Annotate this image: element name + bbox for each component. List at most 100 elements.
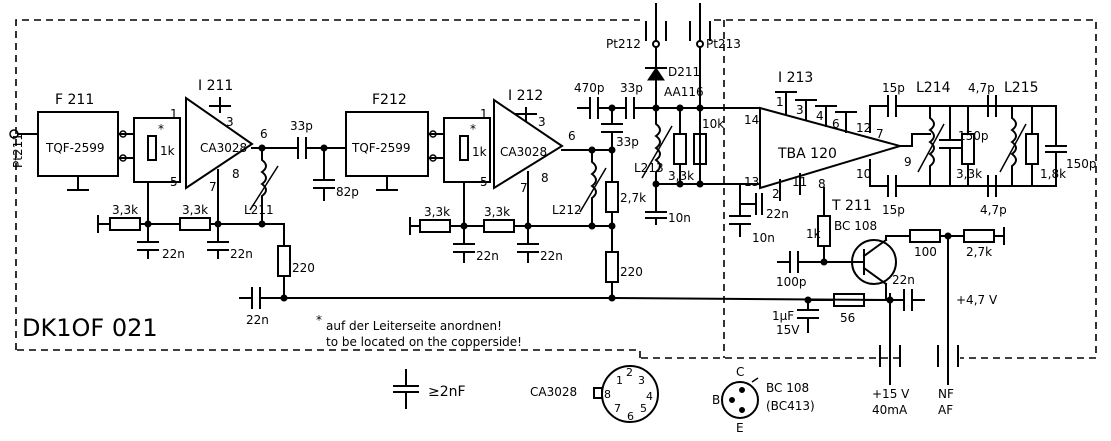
pin-6b: 6 <box>568 129 576 143</box>
pin-12: 12 <box>856 121 871 135</box>
cap-15p-a-value: 15p <box>882 81 905 95</box>
wire <box>117 133 135 159</box>
pin-3: 3 <box>226 115 234 129</box>
cap-22n-5-value: 22n <box>540 249 563 263</box>
i213-type: TBA 120 <box>777 146 837 162</box>
cap-22n-1 <box>137 181 159 259</box>
resistor-3k3-1 <box>109 217 141 231</box>
coil-l212-adjust <box>579 167 607 213</box>
af-label: AF <box>938 403 953 417</box>
pin-8b: 8 <box>541 171 549 185</box>
cap-22n-1-value: 22n <box>162 247 185 261</box>
l211-label: L211 <box>244 203 274 217</box>
resistor-220-a <box>277 245 291 277</box>
wire <box>645 67 667 109</box>
i212-label: I 212 <box>508 88 543 104</box>
pt212-label: Pt212 <box>606 37 641 51</box>
cap-100p <box>789 251 799 273</box>
cap-100p-value: 100p <box>776 275 807 289</box>
ca3028-tab <box>593 387 603 399</box>
resistor-1k8 <box>1025 133 1039 165</box>
cap-15p-a <box>887 95 897 117</box>
pin-1b: 1 <box>480 107 488 121</box>
i211-ground <box>209 97 231 113</box>
coil-l213-adjust <box>641 125 673 179</box>
resistor-10k-value: 10k <box>702 117 724 131</box>
bc108-pin-b: B <box>712 393 720 407</box>
pin-6c: 6 <box>832 117 840 131</box>
resistor-3k3-6-value: 3,3k <box>956 167 982 181</box>
cap-4p7-b <box>987 175 997 197</box>
legend-bc108-label: BC 108 <box>766 381 809 395</box>
cap-10n-a-value: 10n <box>668 211 691 225</box>
resistor-56 <box>833 293 865 307</box>
pin-5: 5 <box>170 175 178 189</box>
t211-label: T 211 <box>831 198 872 214</box>
cap-33p-b <box>625 97 635 119</box>
bc108-pin-c: C <box>736 365 744 379</box>
pin-7: 7 <box>209 180 217 194</box>
bc108-pin-e: E <box>736 421 744 435</box>
pin-7c: 7 <box>876 127 884 141</box>
wire <box>885 235 1005 241</box>
f212-label: F212 <box>372 92 407 108</box>
cap-33p-b-value: 33p <box>620 81 643 95</box>
l212-label: L212 <box>552 203 582 217</box>
wire <box>689 3 711 185</box>
f212-type: TQF-2599 <box>351 141 411 155</box>
tba120-grounds <box>775 91 857 133</box>
resistor-100-value: 100 <box>914 245 937 259</box>
i212-type: CA3028 <box>500 145 547 159</box>
bc108-tab <box>751 377 759 383</box>
resistor-220-b <box>605 251 619 283</box>
cap-10n-a <box>645 203 667 225</box>
resistor-3k3-3 <box>419 219 451 233</box>
resistor-2k7-a <box>605 181 619 213</box>
note-de: auf der Leiterseite anordnen! <box>326 319 502 333</box>
cap-15p-b-value: 15p <box>882 203 905 217</box>
supply-current-label: 40mA <box>872 403 908 417</box>
pt212-terminal[interactable] <box>652 40 660 48</box>
pin-9: 9 <box>904 155 912 169</box>
cap-22n-2-value: 22n <box>230 247 253 261</box>
cap-22n-7-value: 22n <box>892 273 915 287</box>
resistor-3k3-2 <box>179 217 211 231</box>
resistor-1k-b-value: 1k <box>472 145 487 159</box>
input-network-b <box>443 117 491 183</box>
wire <box>515 107 537 121</box>
resistor-1k-a-value: 1k <box>160 144 175 158</box>
wire <box>427 133 445 159</box>
coil-l214-adjust <box>917 123 945 173</box>
board-outline <box>15 19 1097 359</box>
resistor-3k3-5-value: 3,3k <box>668 169 694 183</box>
resistor-1k8-value: 1,8k <box>1040 167 1066 181</box>
resistor-2k7-b-value: 2,7k <box>966 245 992 259</box>
input-network-a <box>133 117 181 183</box>
legend-feedthrough-cap <box>393 369 419 409</box>
coil-l215 <box>1010 105 1017 187</box>
resistor-3k3-2-value: 3,3k <box>182 203 208 217</box>
pin-14: 14 <box>744 113 759 127</box>
cap-33p-a-value: 33p <box>290 119 313 133</box>
resistor-1k-b <box>459 135 469 161</box>
legend-cap-label: ≥2nF <box>428 384 466 400</box>
cap-4p7-a-value: 4,7p <box>968 81 995 95</box>
cap-1uf <box>797 299 819 333</box>
pin-5b: 5 <box>480 175 488 189</box>
svg-text:4: 4 <box>646 390 653 403</box>
resistor-2k7-a-value: 2,7k <box>620 191 646 205</box>
resistor-3k3-5 <box>673 133 687 165</box>
star-mark-b: * <box>470 122 476 136</box>
i211-label: I 211 <box>198 78 233 94</box>
pt213-terminal[interactable] <box>696 40 704 48</box>
cap-4p7-b-value: 4,7p <box>980 203 1007 217</box>
supply-voltage-label: +15 V <box>872 387 910 401</box>
wire <box>779 173 801 201</box>
l214-label: L214 <box>916 80 951 96</box>
cap-150p-b-value: 150p <box>1066 157 1097 171</box>
pin-2c: 2 <box>772 187 780 201</box>
pin-8c: 8 <box>818 177 826 191</box>
supply-rail-1 <box>239 291 613 299</box>
bc108-pinout <box>721 381 759 419</box>
wire <box>777 238 888 286</box>
